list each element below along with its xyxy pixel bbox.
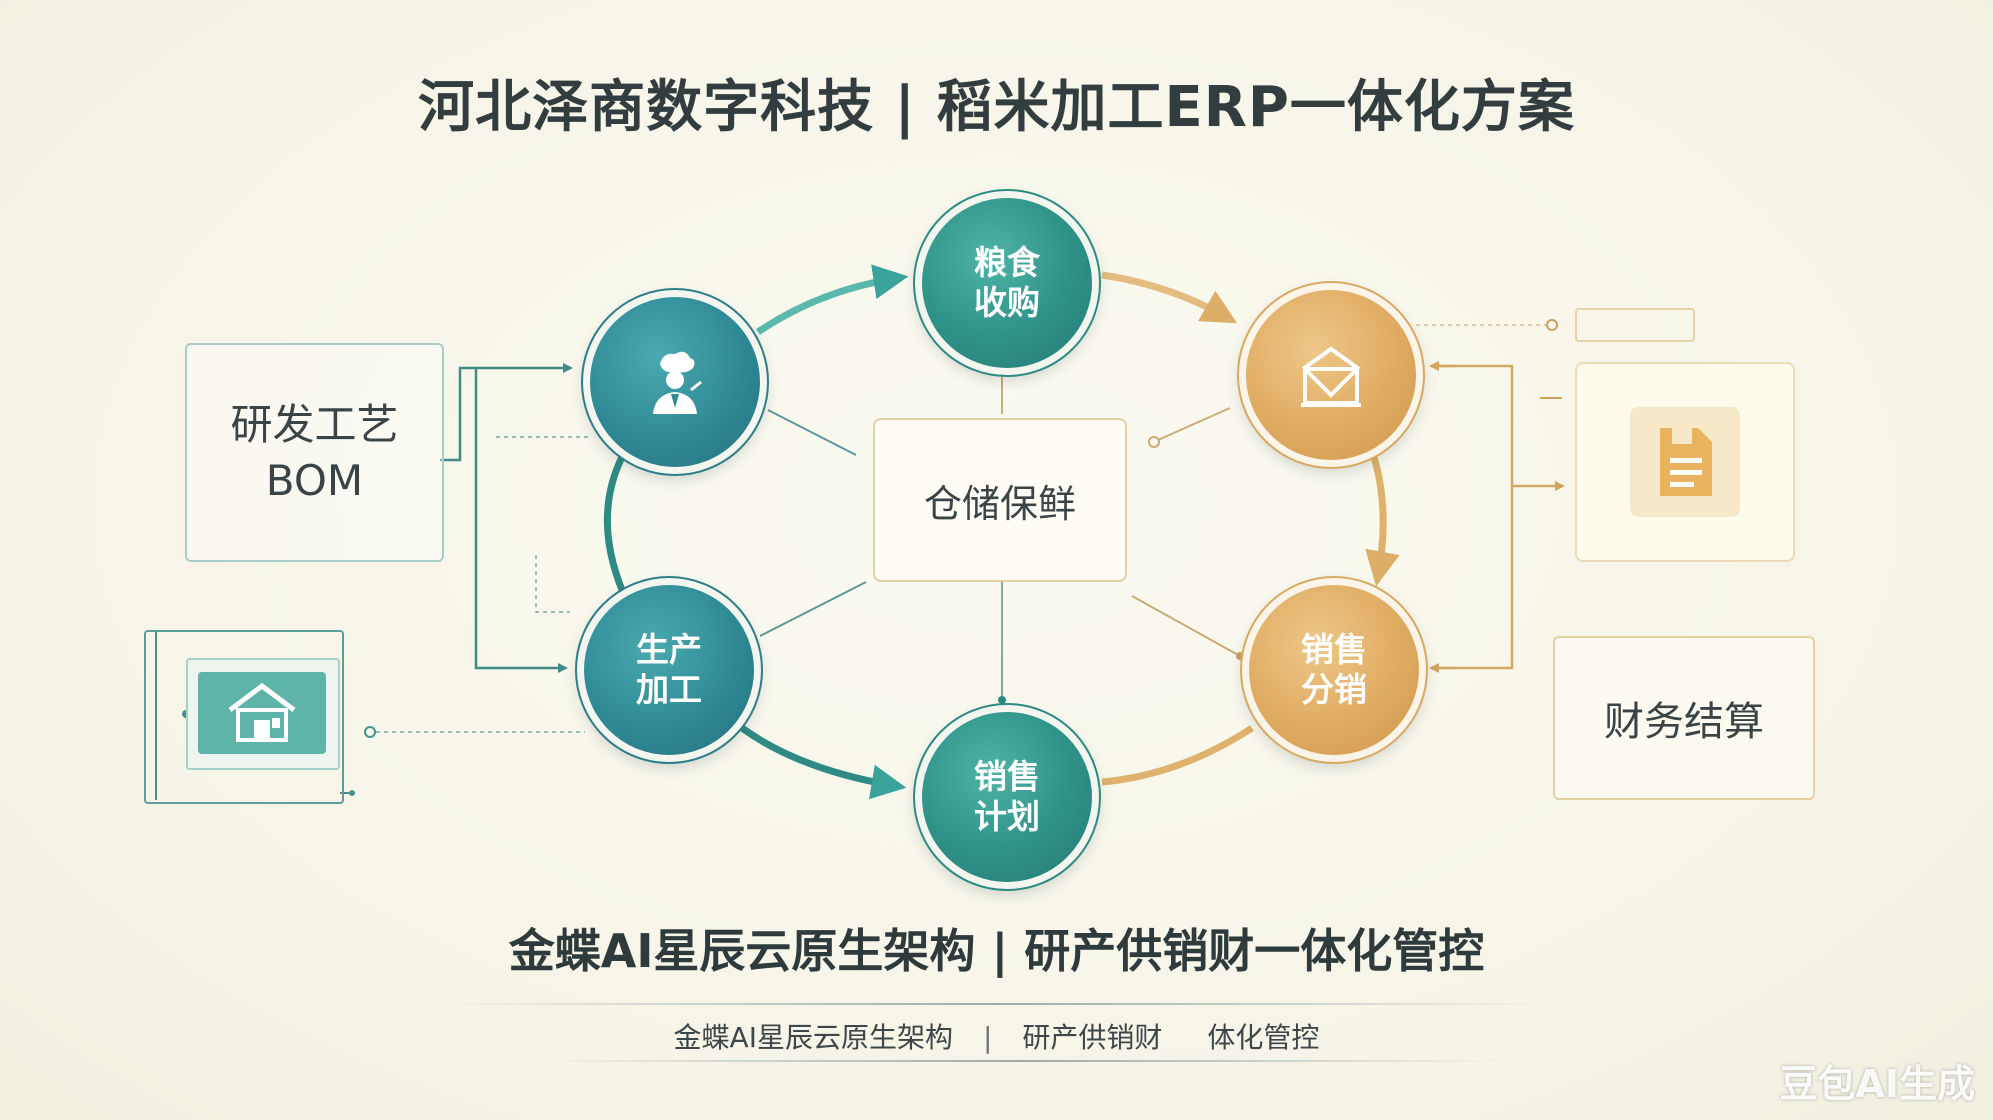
- node-production[interactable]: 生产 加工: [575, 576, 763, 764]
- node-warehouse[interactable]: [1237, 281, 1425, 469]
- tagline-part1: 金蝶AI星辰云原生架构: [673, 1021, 953, 1054]
- arrow-production-to-purchase: [756, 264, 909, 335]
- storage-label: 仓储保鲜: [923, 481, 1076, 526]
- node-sales-distribution[interactable]: 销售 分销: [1240, 576, 1428, 764]
- document-panel[interactable]: [1575, 362, 1795, 562]
- watermark: 豆包AI生成: [1779, 1062, 1975, 1106]
- divider-top: [440, 1003, 1550, 1005]
- node-sales-distribution-label: 销售 分销: [1301, 630, 1367, 709]
- arrow-purchase-to-warehouse: [1101, 271, 1238, 324]
- rnd-bom-box[interactable]: 研发工艺 BOM: [185, 343, 444, 562]
- node-farmer[interactable]: [581, 288, 769, 476]
- arrow-left-cycle: [603, 444, 632, 592]
- tagline-part3: 体化管控: [1207, 1021, 1320, 1054]
- node-production-label: 生产 加工: [636, 630, 702, 709]
- tagline-separator: |: [982, 1021, 993, 1054]
- home-panel[interactable]: [186, 658, 340, 770]
- home-icon: [228, 682, 296, 742]
- node-sales-plan[interactable]: 销售 计划: [913, 703, 1101, 891]
- farmer-icon: [653, 351, 702, 414]
- finance-box[interactable]: 财务结算: [1553, 636, 1815, 800]
- node-grain-purchase[interactable]: 粮食 收购: [913, 189, 1101, 377]
- tagline-part2: 研产供销财: [1022, 1021, 1163, 1054]
- home-panel-frame: [144, 630, 344, 804]
- arrow-warehouse-to-distribution: [1364, 438, 1400, 587]
- warehouse-icon: [1301, 346, 1361, 407]
- document-icon: [1660, 428, 1712, 496]
- storage-box[interactable]: 仓储保鲜: [873, 418, 1127, 582]
- node-grain-purchase-label: 粮食 收购: [974, 243, 1040, 322]
- page-title: 河北泽商数字科技 | 稻米加工ERP一体化方案: [418, 75, 1575, 140]
- arrow-distribution-to-plan: [1101, 725, 1254, 786]
- document-icon-frame: [1630, 407, 1740, 517]
- tagline: 金蝶AI星辰云原生架构 | 研产供销财 体化管控: [0, 1016, 1993, 1056]
- node-sales-plan-label: 销售 计划: [974, 757, 1040, 836]
- small-tag: [1575, 308, 1695, 342]
- finance-label: 财务结算: [1604, 699, 1764, 745]
- arrow-processing-to-plan: [739, 725, 907, 800]
- divider-bottom: [540, 1060, 1500, 1062]
- subtitle: 金蝶AI星辰云原生架构 | 研产供销财一体化管控: [508, 924, 1485, 978]
- rnd-bom-label: 研发工艺 BOM: [230, 399, 399, 505]
